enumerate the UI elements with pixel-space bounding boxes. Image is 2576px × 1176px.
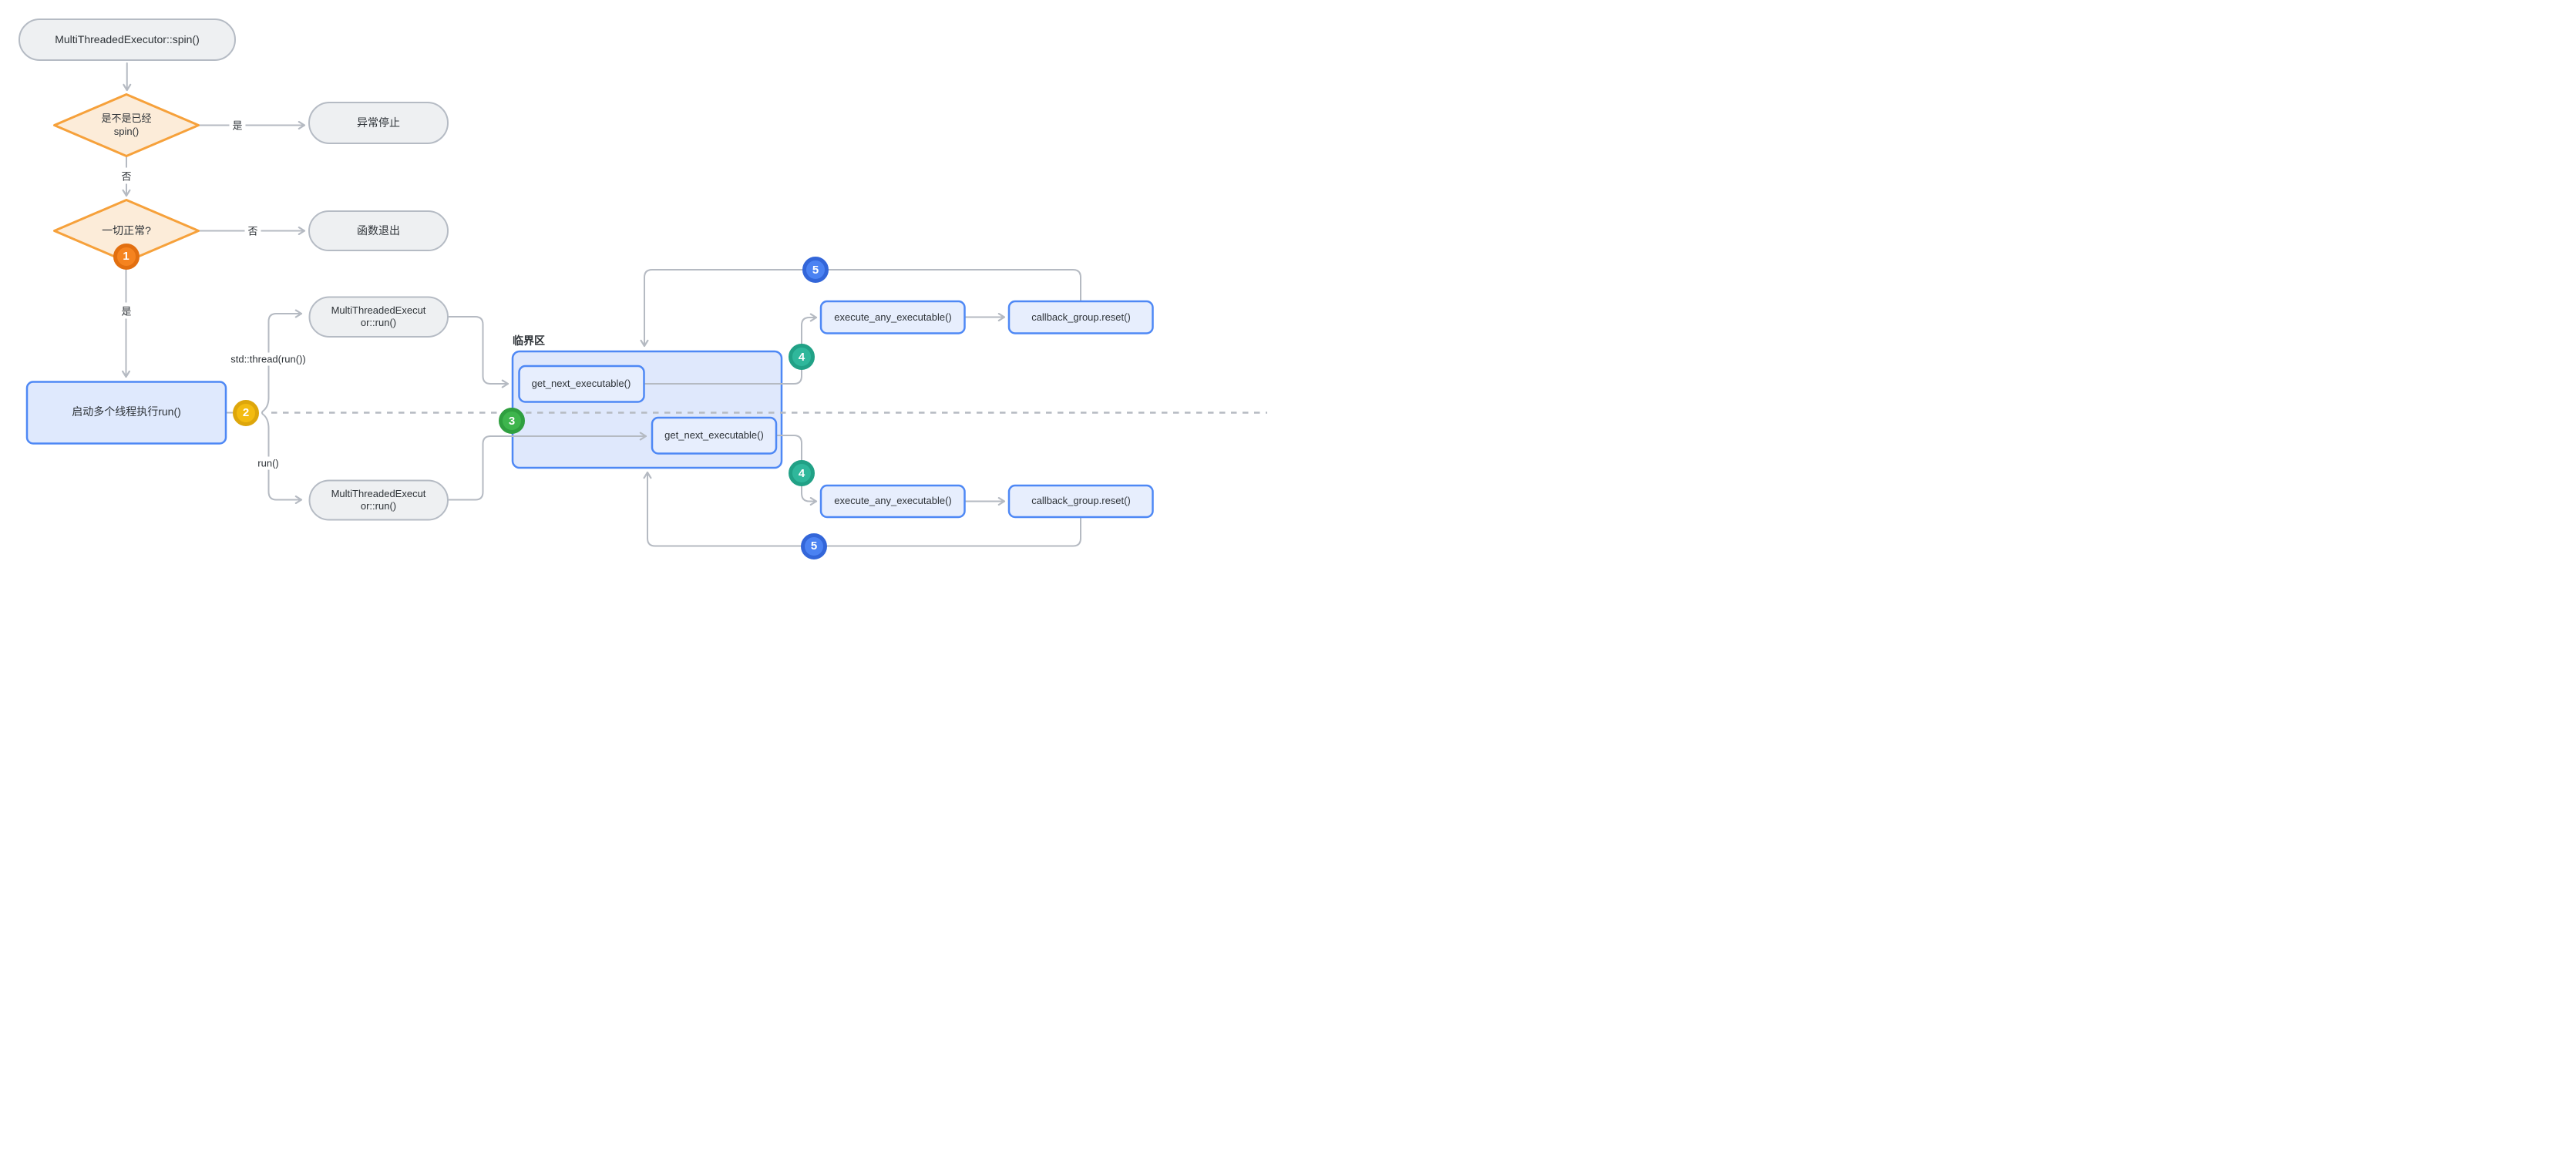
edge-label-std-thread: std::thread(run()) <box>227 352 309 366</box>
edge-label-yes-spin: 是 <box>229 116 246 133</box>
edge-label-no-ok: 否 <box>244 222 261 239</box>
node-reset-bottom <box>1007 484 1154 519</box>
node-get-next-bottom <box>651 416 778 455</box>
edge-to-run-top <box>267 309 303 399</box>
step-badge-4-bottom: 4 <box>789 460 815 486</box>
edge-label-yes-ok: 是 <box>118 302 135 319</box>
step-badge-5-top: 5 <box>802 257 829 283</box>
step-badge-1: 1 <box>113 243 140 270</box>
edge-label-no-spin: 否 <box>118 167 135 184</box>
critical-section-title: 临界区 <box>513 334 545 347</box>
edge-runtop-to-container <box>447 316 509 388</box>
node-run-bottom <box>308 479 449 521</box>
node-execute-top <box>819 300 966 334</box>
step-badge-4-top: 4 <box>789 344 815 370</box>
node-func-exit <box>308 210 449 251</box>
node-check-spin-diamond <box>53 93 200 157</box>
flowchart-shapes <box>18 18 1267 547</box>
node-reset-top <box>1007 300 1154 334</box>
node-abnormal-stop <box>308 102 449 144</box>
edge-label-run: run() <box>254 456 282 470</box>
node-start-threads <box>25 381 227 445</box>
step-badge-2: 2 <box>233 399 259 426</box>
step-badge-5-bottom: 5 <box>801 533 827 559</box>
edge-runbottom-to-getnext <box>447 432 647 501</box>
edge-resettop-loop-back <box>640 269 1081 348</box>
node-execute-bottom <box>819 484 966 519</box>
edge-resetbottom-loop-back <box>643 471 1081 547</box>
step-badge-3: 3 <box>499 408 525 434</box>
edge-to-run-bottom <box>267 427 303 504</box>
edge-brace-split <box>261 397 270 429</box>
flowchart-canvas: MultiThreadedExecutor::spin() 是不是已经 spin… <box>0 0 1288 588</box>
connectors <box>122 62 1081 547</box>
node-check-ok-diamond <box>53 199 200 263</box>
node-get-next-top <box>518 365 645 403</box>
node-spin <box>18 18 236 61</box>
node-run-top <box>308 296 449 338</box>
